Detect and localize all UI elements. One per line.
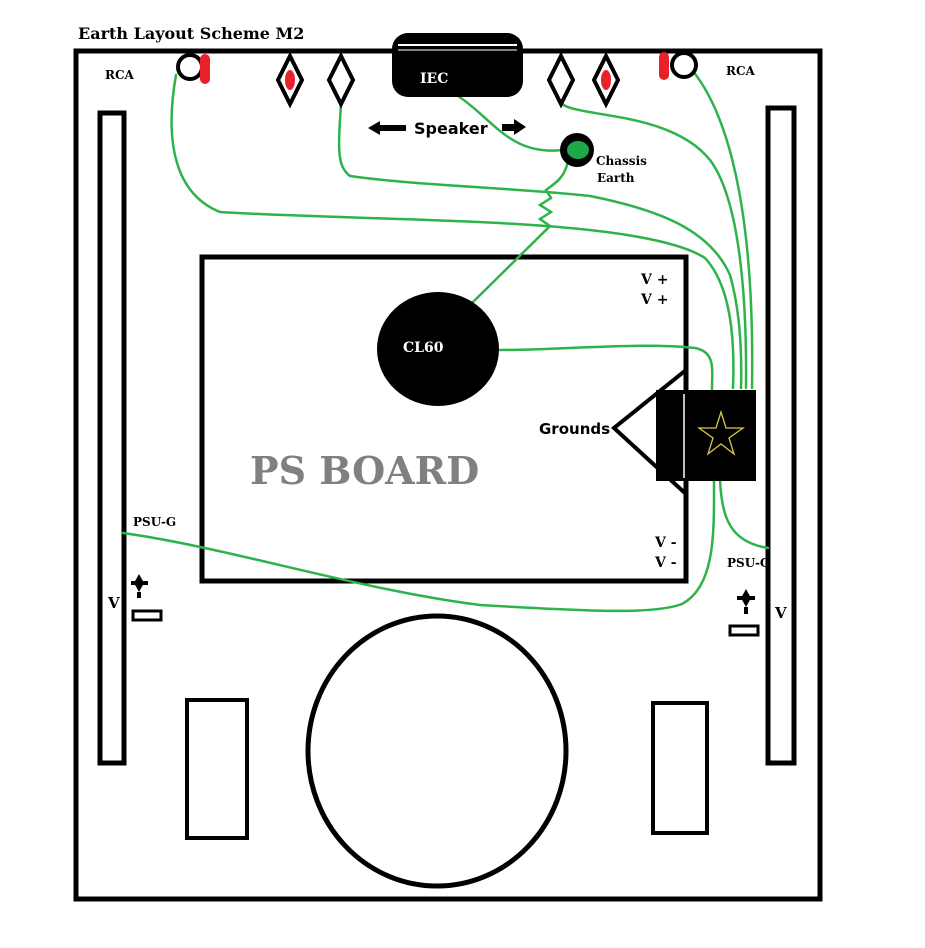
chassis-earth-label-line2: Earth [597, 171, 635, 185]
wire-left-rca [170, 73, 735, 390]
v-minus-label-2: V - [654, 555, 677, 571]
right-speaker-red-dot [601, 70, 611, 90]
earth-wires [121, 68, 770, 613]
right-rca-red-terminal [659, 52, 669, 80]
rca-right-label: RCA [726, 64, 756, 78]
right-filter-capacitor [651, 701, 709, 835]
iec-inlet [392, 33, 523, 97]
wire-right-speaker [559, 101, 748, 390]
v-plus-label-1: V + [640, 272, 668, 288]
left-speaker-red-dot [285, 70, 295, 90]
left-rca-jack [176, 53, 204, 81]
left-speaker-terminal-black [326, 51, 356, 109]
diagram-title: Earth Layout Scheme M2 [78, 24, 304, 43]
wire-iec-to-chassis [456, 94, 564, 152]
wire-right-psu-ground [718, 478, 770, 550]
left-heatsink [97, 110, 127, 766]
v-right-label: V [774, 604, 787, 622]
left-filter-capacitor [185, 698, 249, 840]
toroidal-transformer [305, 613, 569, 889]
speaker-label: Speaker [414, 119, 488, 138]
star-ground-block [656, 390, 756, 481]
left-plus-terminal-icon [131, 574, 148, 598]
v-left-label: V [107, 594, 120, 612]
v-plus-label-2: V + [640, 292, 668, 308]
wire-left-psu-ground [121, 478, 716, 613]
left-minus-terminal-icon [131, 609, 163, 622]
rca-left-label: RCA [105, 68, 135, 82]
grounds-label: Grounds [539, 420, 610, 438]
speaker-left-arrow-icon [368, 121, 406, 135]
iec-label: IEC [420, 71, 448, 87]
wire-chassis-to-cl60 [470, 158, 570, 305]
wire-right-rca [690, 68, 754, 390]
psu-g-left-label: PSU-G [133, 515, 176, 529]
chassis-earth-label-line1: Chassis [596, 154, 647, 168]
right-heatsink [765, 105, 797, 766]
right-speaker-terminal-black [546, 51, 576, 109]
ps-board-label: PS BOARD [250, 448, 479, 493]
cl60-thermistor [377, 292, 499, 406]
right-plus-terminal-icon [737, 589, 755, 614]
wire-left-speaker [337, 102, 743, 390]
wire-cl60-to-star [498, 344, 714, 392]
chassis-earth-green-dot [567, 141, 589, 159]
right-minus-terminal-icon [728, 624, 760, 637]
left-rca-red-terminal [200, 54, 210, 84]
speaker-right-arrow-icon [502, 119, 526, 135]
star-ground-star-icon [696, 409, 746, 456]
right-rca-jack [670, 51, 698, 79]
cl60-label: CL60 [403, 340, 444, 356]
psu-g-right-label: PSU-G [727, 556, 770, 570]
v-minus-label-1: V - [654, 535, 677, 551]
